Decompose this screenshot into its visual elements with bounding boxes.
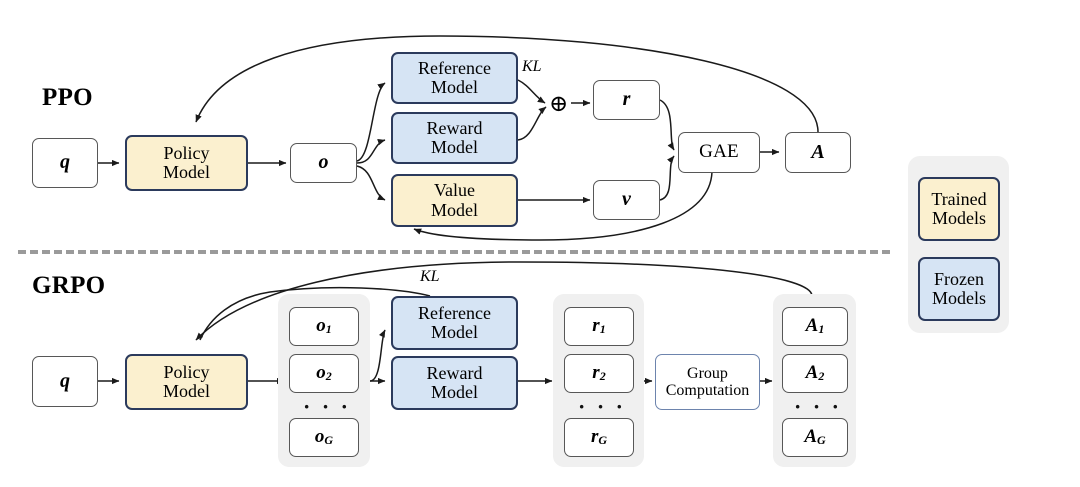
- grpo-group-computation-line2: Computation: [665, 382, 750, 399]
- ppo-value-estimate-label: v: [622, 188, 631, 211]
- ppo-policy-model-box: Policy Model: [125, 135, 248, 191]
- grpo-advantage-2-box: A2: [782, 354, 848, 393]
- ppo-kl-label: KL: [522, 58, 542, 75]
- grpo-advantage-G-label: AG: [804, 426, 826, 448]
- ppo-policy-model-line2: Model: [163, 162, 210, 182]
- ppo-gae-label: GAE: [699, 141, 739, 163]
- legend-frozen-line1: Frozen: [934, 268, 984, 289]
- arrow-reference-to-plus: [517, 79, 546, 104]
- grpo-rewards-ellipsis: · · ·: [578, 394, 627, 419]
- grpo-policy-model-box: Policy Model: [125, 354, 248, 410]
- arrow-o-to-reference: [356, 82, 386, 162]
- ppo-title: PPO: [42, 84, 93, 111]
- arrow-o-to-value: [356, 165, 386, 201]
- ppo-value-model-line1: Value: [434, 180, 475, 201]
- grpo-reward-1-box: r1: [564, 307, 634, 346]
- ppo-reward-model-line2: Model: [431, 137, 478, 157]
- ppo-reward-value-box: r: [593, 80, 660, 120]
- grpo-reward-2-box: r2: [564, 354, 634, 393]
- grpo-reference-model-line2: Model: [431, 322, 478, 342]
- grpo-policy-model-line2: Model: [163, 381, 210, 401]
- grpo-query-box: q: [32, 356, 98, 407]
- ppo-reference-model-box: Reference Model: [391, 52, 518, 104]
- ppo-query-label: q: [60, 151, 70, 174]
- ppo-advantage-box: A: [785, 132, 851, 173]
- ppo-query-box: q: [32, 138, 98, 188]
- grpo-output-1-box: o1: [289, 307, 359, 346]
- ppo-gae-box: GAE: [678, 132, 760, 173]
- ppo-value-model-line2: Model: [431, 199, 478, 220]
- arrow-o-to-reward: [356, 139, 386, 164]
- arrow-outputs-to-reference: [369, 329, 386, 382]
- grpo-output-2-box: o2: [289, 354, 359, 393]
- grpo-output-G-box: oG: [289, 418, 359, 457]
- ppo-policy-model-line1: Policy: [163, 142, 210, 163]
- grpo-reward-model-box: Reward Model: [391, 356, 518, 410]
- grpo-reward-model-line2: Model: [431, 382, 478, 402]
- grpo-reference-model-box: Reference Model: [391, 296, 518, 350]
- grpo-reward-G-label: rG: [590, 426, 608, 448]
- grpo-output-G-label: oG: [314, 426, 334, 448]
- grpo-output-1-label: o1: [316, 315, 332, 337]
- ppo-reward-model-line1: Reward: [426, 117, 483, 138]
- plus-circle-icon: ⊕: [549, 91, 569, 116]
- arrow-r-to-gae: [659, 99, 675, 151]
- legend-frozen-line2: Models: [932, 288, 986, 308]
- legend-trained-models-box: Trained Models: [918, 177, 1000, 241]
- grpo-group-computation-box: Group Computation: [655, 354, 760, 410]
- grpo-query-label: q: [60, 369, 70, 392]
- grpo-advantage-1-box: A1: [782, 307, 848, 346]
- grpo-reward-2-label: r2: [592, 362, 606, 384]
- arrow-reward-to-plus: [517, 106, 547, 141]
- grpo-advantage-G-box: AG: [782, 418, 848, 457]
- section-divider: [18, 250, 890, 254]
- grpo-group-computation-line1: Group: [687, 364, 728, 382]
- grpo-advantage-2-label: A2: [805, 362, 825, 384]
- grpo-reward-model-line1: Reward: [426, 362, 483, 383]
- ppo-value-model-box: Value Model: [391, 174, 518, 227]
- ppo-advantage-label: A: [811, 140, 825, 163]
- grpo-outputs-ellipsis: · · ·: [303, 394, 352, 419]
- grpo-advantages-ellipsis: · · ·: [794, 394, 843, 419]
- grpo-policy-model-line1: Policy: [163, 361, 210, 382]
- grpo-advantage-1-label: A1: [805, 315, 825, 337]
- ppo-output-label: o: [318, 151, 329, 174]
- ppo-reference-model-line2: Model: [431, 77, 478, 97]
- grpo-reward-1-label: r1: [592, 315, 606, 337]
- grpo-output-2-label: o2: [316, 362, 332, 384]
- legend-frozen-models-box: Frozen Models: [918, 257, 1000, 321]
- ppo-reward-value-label: r: [622, 88, 631, 111]
- grpo-reward-G-box: rG: [564, 418, 634, 457]
- arrow-v-to-gae: [659, 155, 675, 201]
- legend-trained-line1: Trained: [931, 188, 987, 209]
- grpo-kl-label: KL: [420, 268, 440, 285]
- grpo-reference-model-line1: Reference: [418, 302, 491, 323]
- ppo-output-box: o: [290, 143, 357, 183]
- ppo-reference-model-line1: Reference: [418, 57, 491, 78]
- ppo-value-estimate-box: v: [593, 180, 660, 220]
- legend-trained-line2: Models: [932, 208, 986, 228]
- ppo-reward-model-box: Reward Model: [391, 112, 518, 164]
- grpo-title: GRPO: [32, 272, 106, 299]
